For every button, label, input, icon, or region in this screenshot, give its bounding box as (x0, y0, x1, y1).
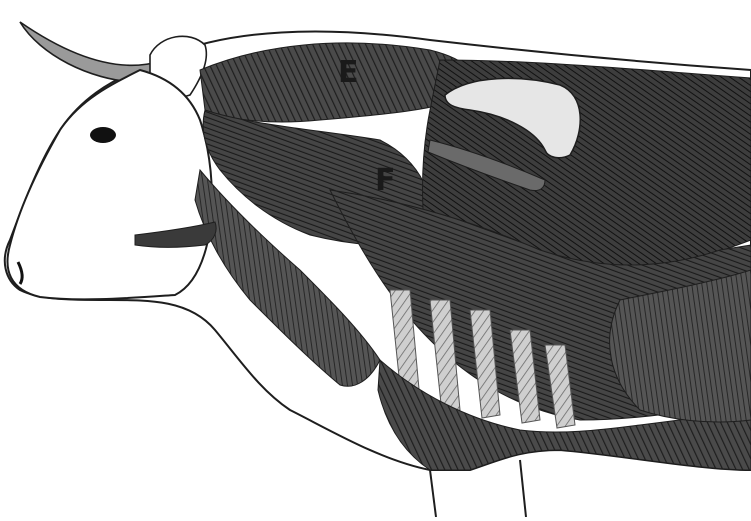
label-e: E (338, 55, 359, 90)
eye (90, 127, 116, 143)
foreleg-2 (520, 460, 526, 517)
label-f: F (375, 163, 396, 198)
foreleg (430, 470, 436, 517)
head (8, 70, 212, 299)
